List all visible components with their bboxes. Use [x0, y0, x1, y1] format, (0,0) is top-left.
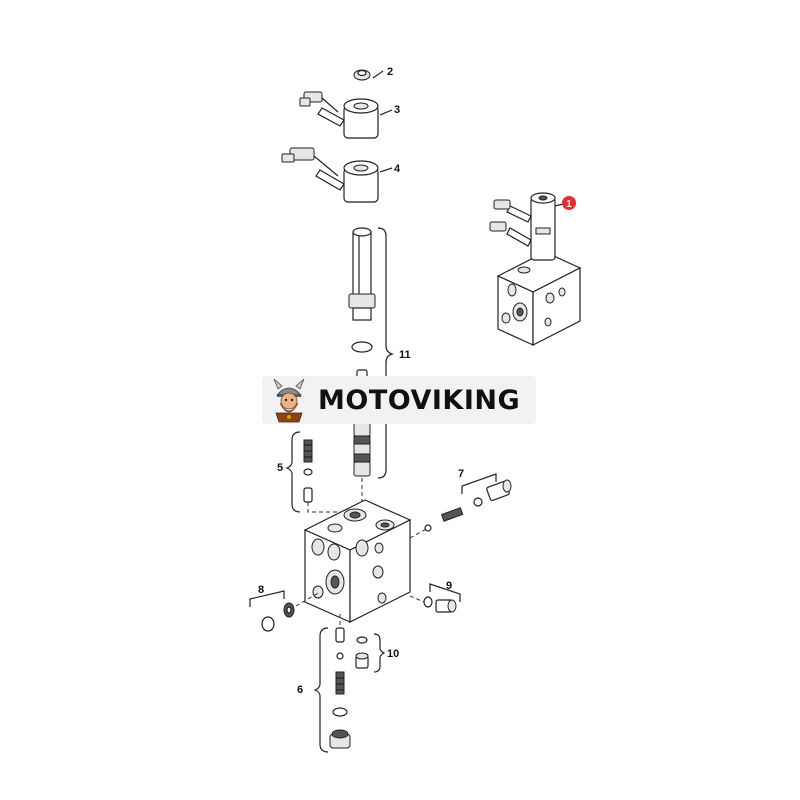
assembly-line-7 [409, 527, 429, 539]
callout-6: 6 [297, 684, 303, 696]
callout-5: 5 [277, 462, 283, 474]
callout-1: 1 [566, 199, 572, 210]
bracket-9 [429, 583, 461, 602]
assembled-valve-view [489, 192, 582, 346]
part-11-valve-cartridge [348, 227, 376, 477]
part-10-plug-seal [355, 636, 369, 669]
part-9-plug [423, 596, 457, 613]
leader-4 [379, 167, 393, 173]
callout-10: 10 [387, 648, 399, 660]
part-2-nut [353, 69, 371, 81]
assembly-line-8 [295, 591, 321, 607]
part-7-plug-assembly [424, 479, 512, 532]
viking-mascot-icon [273, 378, 305, 423]
part-6-relief-valve [329, 627, 351, 749]
bracket-5 [285, 431, 301, 513]
main-valve-block [303, 499, 412, 623]
callout-11: 11 [399, 349, 411, 361]
bracket-10 [373, 633, 386, 673]
leader-1 [554, 203, 564, 207]
callout-7: 7 [458, 468, 464, 480]
part-8-plug-seal [261, 602, 295, 632]
callout-9: 9 [446, 580, 452, 592]
callout-4: 4 [394, 163, 401, 175]
callout-3: 3 [394, 104, 400, 116]
callout-2: 2 [387, 66, 393, 78]
bracket-7 [461, 473, 497, 494]
part-3-solenoid-coil [299, 91, 379, 139]
part-5-check-valve [303, 439, 313, 503]
leader-2 [372, 70, 384, 79]
bracket-6 [313, 627, 329, 753]
bracket-8 [249, 590, 285, 607]
leader-3 [379, 109, 393, 116]
watermark-banner: MOTOVIKING [262, 376, 536, 424]
brand-name: MOTOVIKING [318, 384, 521, 416]
part-4-solenoid-coil [281, 147, 379, 203]
bracket-11 [377, 227, 394, 479]
callout-1-badge: 1 [562, 196, 576, 210]
callout-8: 8 [258, 584, 264, 596]
assembly-line-9 [409, 595, 425, 603]
